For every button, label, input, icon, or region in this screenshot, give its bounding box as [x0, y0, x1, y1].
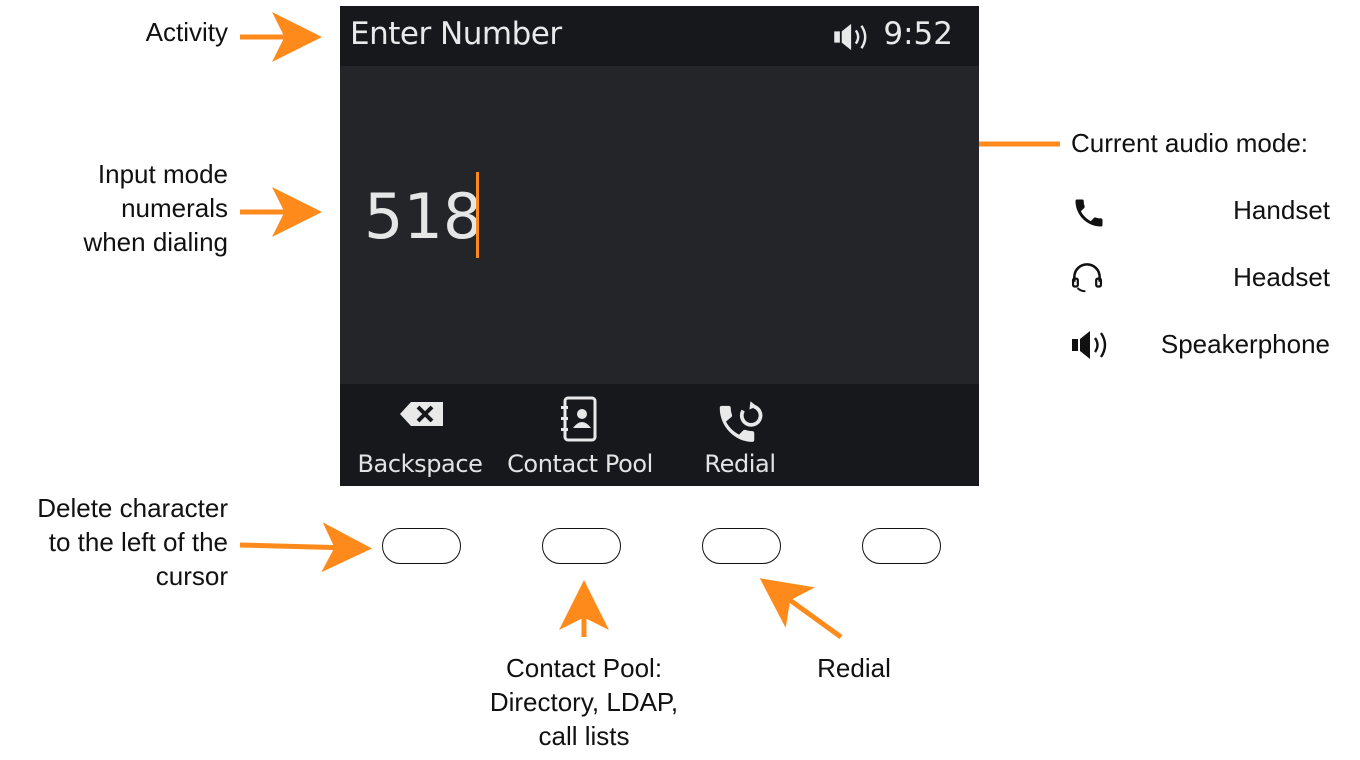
label-audio-mode-title: Current audio mode:: [1071, 128, 1309, 158]
speakerphone-icon: [1072, 331, 1107, 359]
label-contact-pool: Contact Pool: Directory, LDAP, call list…: [489, 653, 679, 751]
redial-icon: [719, 401, 763, 442]
softkey-redial[interactable]: Redial: [660, 384, 820, 486]
legend-headset-label: Headset: [1233, 262, 1330, 292]
hardware-softkey-1[interactable]: [382, 528, 461, 564]
arrow-delete: [239, 522, 372, 573]
legend-speakerphone-label: Speakerphone: [1160, 329, 1330, 359]
label-redial: Redial: [817, 653, 891, 683]
softkey-bar: Backspace Contact Pool Redial: [340, 384, 979, 486]
softkey-redial-label: Redial: [704, 450, 776, 478]
label-delete: Delete character to the left of the curs…: [37, 493, 228, 591]
clock: 9:52: [883, 16, 953, 52]
hardware-softkey-4[interactable]: [862, 528, 941, 564]
softkey-contact-pool[interactable]: Contact Pool: [500, 384, 660, 486]
speakerphone-status-icon: [834, 23, 867, 51]
backspace-icon: [400, 402, 443, 426]
softkey-backspace[interactable]: Backspace: [340, 384, 500, 486]
text-cursor: [476, 172, 479, 258]
label-activity: Activity: [145, 17, 228, 47]
softkey-backspace-label: Backspace: [357, 450, 483, 478]
status-bar: Enter Number 9:52: [340, 6, 979, 66]
arrow-redial: [759, 578, 843, 640]
handset-icon: [1075, 199, 1103, 227]
contact-book-icon: [561, 396, 597, 442]
activity-title: Enter Number: [350, 16, 562, 52]
headset-icon: [1071, 263, 1103, 293]
hardware-softkey-2[interactable]: [542, 528, 621, 564]
legend-handset-label: Handset: [1233, 195, 1330, 225]
phone-screen: Enter Number 9:52 518 Backspace: [340, 6, 979, 486]
label-input-mode: Input mode numerals when dialing: [83, 159, 228, 257]
hardware-softkey-3[interactable]: [702, 528, 781, 564]
dialed-number[interactable]: 518: [364, 180, 483, 253]
softkey-contact-pool-label: Contact Pool: [507, 450, 653, 478]
